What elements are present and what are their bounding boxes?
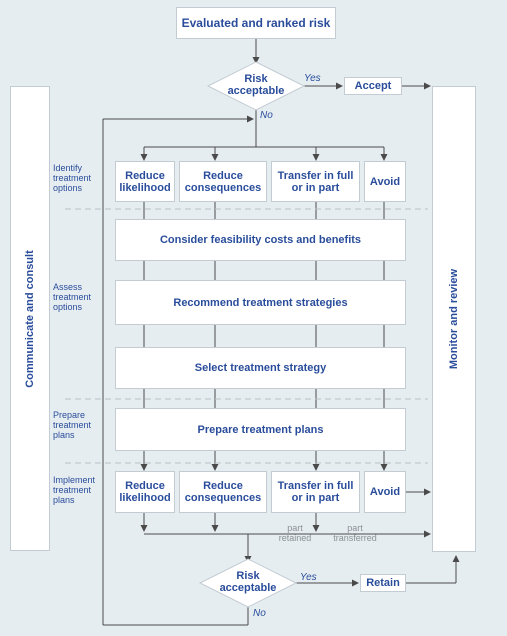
retain-label: Retain: [366, 577, 400, 589]
decision-2-yes: Yes: [300, 572, 317, 583]
implement-avoid: Avoid: [364, 471, 406, 513]
step-recommend: Recommend treatment strategies: [115, 280, 406, 325]
evaluated-risk-box: Evaluated and ranked risk: [176, 7, 336, 39]
stage-identify: Identify treatment options: [53, 163, 92, 193]
communicate-consult-label: Communicate and consult: [24, 249, 36, 388]
decision-1-no: No: [260, 110, 273, 121]
decision-2-label: Risk acceptable: [219, 570, 277, 594]
accept-box: Accept: [344, 77, 402, 95]
step-select: Select treatment strategy: [115, 347, 406, 389]
decision-diamond-1: [206, 61, 306, 111]
accept-label: Accept: [354, 80, 392, 92]
step-prepare: Prepare treatment plans: [115, 408, 406, 451]
communicate-consult-bar: Communicate and consult: [10, 86, 50, 551]
evaluated-risk-label: Evaluated and ranked risk: [181, 16, 331, 30]
step-feasibility: Consider feasibility costs and benefits: [115, 219, 406, 261]
part-transferred-note: part transferred: [333, 523, 377, 543]
monitor-review-bar: Monitor and review: [432, 86, 476, 552]
part-retained-note: part retained: [278, 523, 312, 543]
decision-2-no: No: [253, 608, 266, 619]
stage-assess: Assess treatment options: [53, 282, 92, 312]
identify-avoid: Avoid: [364, 161, 406, 202]
decision-1-yes: Yes: [304, 73, 321, 84]
decision-1-label: Risk acceptable: [227, 73, 285, 97]
stage-prepare: Prepare treatment plans: [53, 410, 92, 440]
monitor-review-label: Monitor and review: [448, 268, 460, 370]
decision-diamond-2: [198, 558, 298, 608]
retain-box: Retain: [360, 574, 406, 592]
stage-implement: Implement treatment plans: [53, 475, 96, 505]
